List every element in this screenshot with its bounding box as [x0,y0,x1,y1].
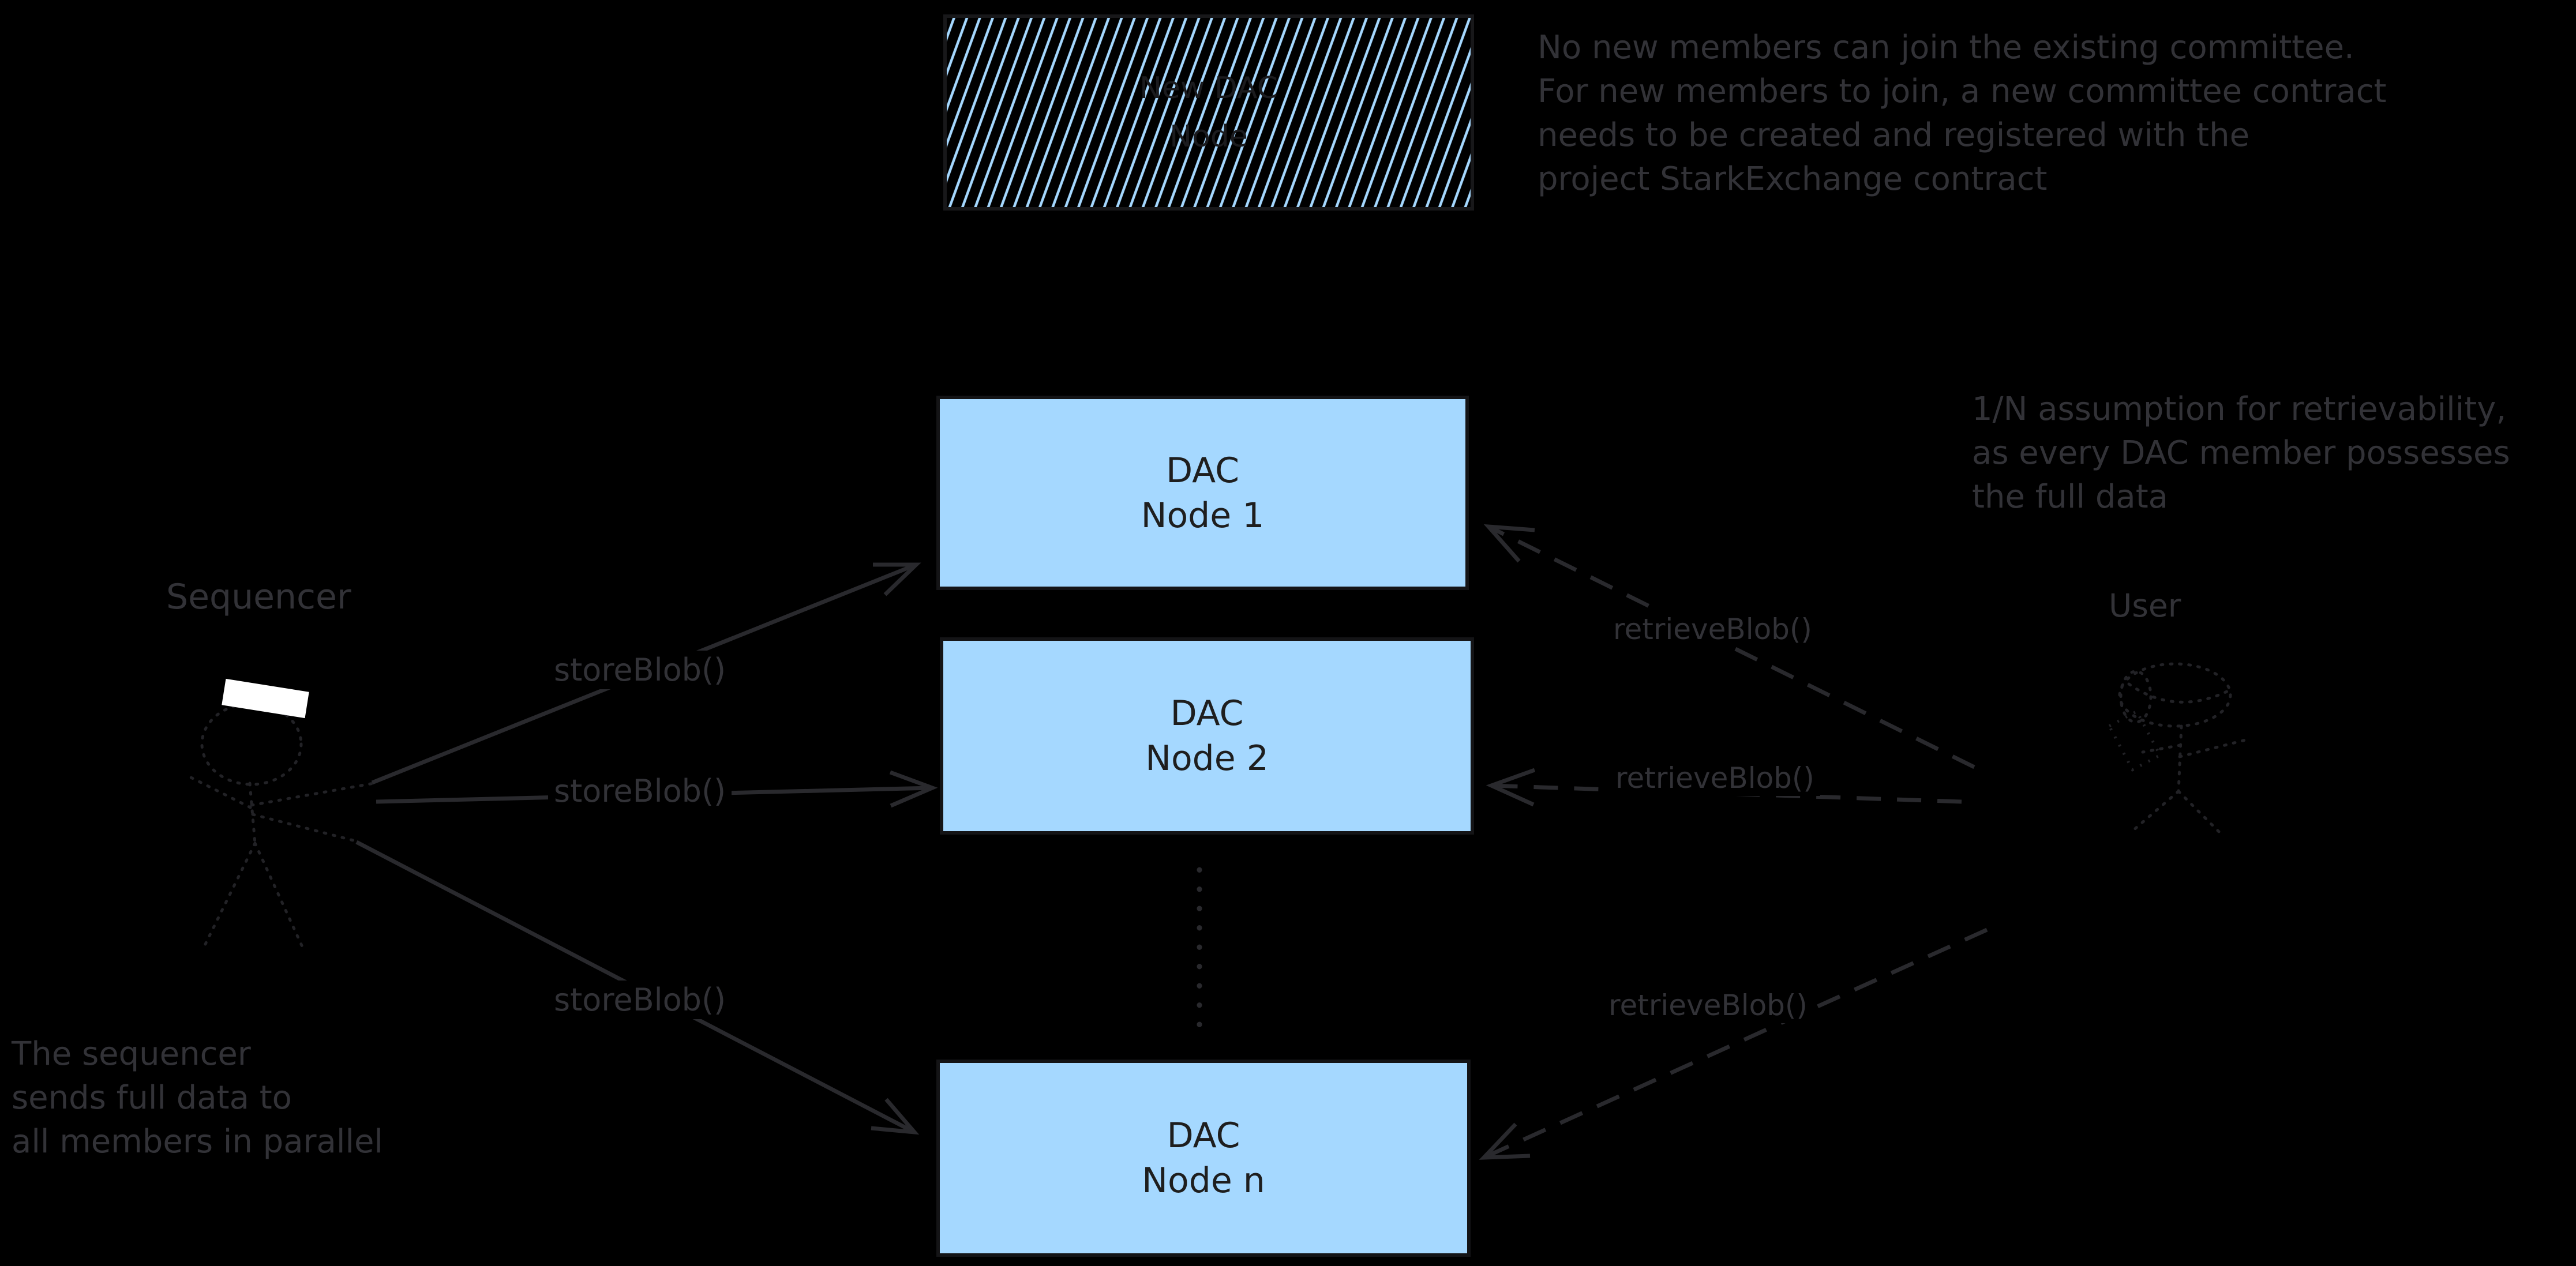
committee-policy-note: No new members can join the existing com… [1538,26,2386,201]
dac-node-n-line2: Node n [1142,1160,1265,1201]
new-dac-node-line1: New DAC [1139,71,1278,106]
retrieve-blob-arrows [1479,524,1988,1160]
sequencer-hat-icon [222,678,309,719]
dac-node-1-line2: Node 1 [1141,495,1265,536]
note-line: as every DAC member possesses [1972,434,2510,472]
dac-node-n-line1: DAC [1167,1115,1240,1156]
note-line: sends full data to [12,1079,292,1117]
new-dac-node-label: New DAC Node [945,16,1472,209]
user-label: User [2109,587,2181,624]
sequencer-figure-icon [186,702,376,952]
sequencer-behavior-note: The sequencer sends full data to all mem… [12,1032,383,1164]
retrieve-blob-label-2: retrieveBlob() [1610,760,1820,796]
retrieve-blob-label-3: retrieveBlob() [1603,987,1813,1023]
dac-node-2-box: DAC Node 2 [940,637,1474,835]
retrievability-note: 1/N assumption for retrievability, as ev… [1972,388,2510,519]
user-figure-icon [2118,662,2249,837]
dac-node-2-line2: Node 2 [1145,738,1269,779]
user-phone-icon [2107,709,2162,772]
retrieve-arrow-node1 [1483,524,1975,769]
note-line: needs to be created and registered with … [1538,117,2250,154]
note-line: 1/N assumption for retrievability, [1972,390,2507,428]
retrieve-arrow-node2 [1486,768,1962,807]
note-line: The sequencer [12,1035,251,1073]
note-line: For new members to join, a new committee… [1538,73,2387,110]
note-line: No new members can join the existing com… [1538,29,2354,66]
note-line: project StarkExchange contract [1538,160,2048,198]
sequencer-label: Sequencer [166,577,351,617]
retrieve-arrow-noden [1479,927,1988,1160]
store-blob-label-2: storeBlob() [548,772,732,810]
store-blob-label-3: storeBlob() [548,981,732,1019]
new-dac-node-line2: Node [1169,119,1248,154]
store-blob-label-1: storeBlob() [548,651,732,689]
store-blob-arrows [355,562,938,1135]
note-line: all members in parallel [12,1123,383,1160]
dac-node-2-line1: DAC [1170,693,1244,734]
retrieve-blob-label-1: retrieveBlob() [1607,611,1818,647]
dac-node-1-line1: DAC [1165,450,1240,491]
new-dac-node-hatched-box [943,14,1474,211]
note-line: the full data [1972,478,2168,516]
dac-node-n-box: DAC Node n [936,1060,1471,1257]
dac-node-1-box: DAC Node 1 [936,396,1469,590]
